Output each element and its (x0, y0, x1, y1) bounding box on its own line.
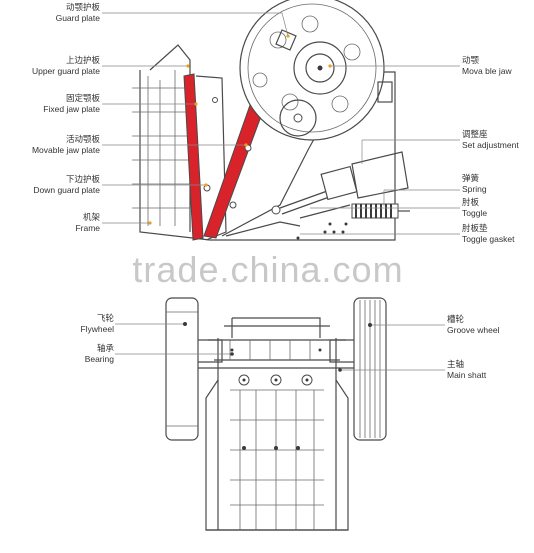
label-movable-jaw-plate-zh: 活动颚板 (66, 134, 101, 144)
label-bearing-en: Bearing (85, 354, 115, 364)
label-down-guard-plate-zh: 下边护板 (66, 174, 101, 184)
eccentric-wheel (239, 0, 385, 141)
labels-top-right: 动颚 Mova ble jaw 调整座 Set adjustment 弹簧 Sp… (462, 55, 519, 244)
top-right-leaders (300, 64, 460, 235)
label-set-adjustment-zh: 调整座 (462, 129, 488, 139)
label-guard-plate-zh: 动颚护板 (66, 2, 101, 12)
fixed-jaw-plate-shape (183, 73, 204, 241)
crusher-side-view (132, 0, 410, 241)
label-groove-wheel-zh: 槽轮 (447, 314, 465, 324)
plan-body (208, 317, 346, 531)
label-toggle-en: Toggle (462, 208, 487, 218)
label-fixed-jaw-plate-zh: 固定颚板 (66, 93, 101, 103)
groove-wheel-shape (353, 297, 387, 441)
label-upper-guard-plate-en: Upper guard plate (32, 66, 100, 76)
label-guard-plate-en: Guard plate (56, 13, 101, 23)
top-left-leaders (102, 12, 290, 225)
frame-ribs (132, 70, 190, 226)
label-down-guard-plate-en: Down guard plate (33, 185, 100, 195)
label-flywheel-zh: 飞轮 (97, 313, 115, 323)
label-groove-wheel-en: Groove wheel (447, 325, 500, 335)
labels-bottom-right: 槽轮 Groove wheel 主轴 Main shatt (447, 314, 500, 380)
bottom-leaders (115, 322, 445, 372)
spring-coils (355, 204, 392, 218)
watermark: trade.china.com (132, 249, 403, 290)
label-set-adjustment-en: Set adjustment (462, 140, 519, 150)
label-spring-en: Spring (462, 184, 487, 194)
toggle-assembly (225, 151, 410, 237)
label-movable-jaw-plate-en: Movable jaw plate (32, 145, 100, 155)
label-toggle-gasket-zh: 肘板垫 (462, 223, 488, 233)
label-movable-jaw-en: Mova ble jaw (462, 66, 512, 76)
labels-bottom-left: 飞轮 Flywheel 轴承 Bearing (80, 313, 114, 364)
label-flywheel-en: Flywheel (80, 324, 114, 334)
label-toggle-gasket-en: Toggle gasket (462, 234, 515, 244)
frame-outline (139, 70, 396, 241)
base-bolts (296, 222, 348, 240)
labels-top-left: 动颚护板 Guard plate 上边护板 Upper guard plate … (32, 2, 101, 233)
plan-bolts (230, 348, 322, 450)
label-movable-jaw-zh: 动颚 (462, 55, 480, 65)
label-upper-guard-plate-zh: 上边护板 (66, 55, 101, 65)
label-frame-en: Frame (75, 223, 100, 233)
label-main-shaft-en: Main shatt (447, 370, 487, 380)
label-frame-zh: 机架 (83, 212, 101, 222)
label-bearing-zh: 轴承 (97, 343, 115, 353)
flywheel-shape (165, 297, 199, 441)
label-toggle-zh: 肘板 (462, 197, 480, 207)
label-fixed-jaw-plate-en: Fixed jaw plate (43, 104, 100, 114)
crusher-plan-view (165, 297, 387, 531)
label-main-shaft-zh: 主轴 (447, 359, 464, 369)
label-spring-zh: 弹簧 (462, 173, 480, 183)
left-side-plate (149, 44, 191, 232)
